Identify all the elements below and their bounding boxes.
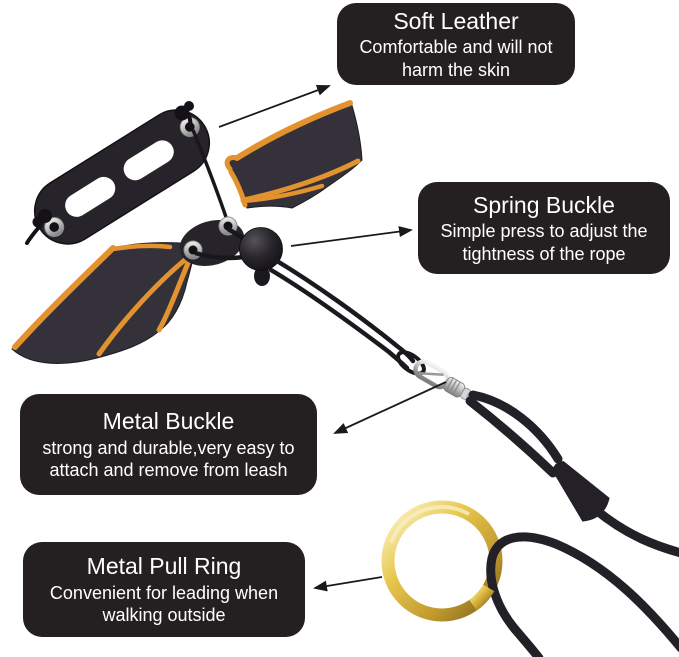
snap-gate bbox=[418, 372, 444, 376]
bead-ball bbox=[239, 227, 283, 271]
wing-ribs bbox=[12, 243, 191, 357]
cord-stopper-cone bbox=[552, 461, 610, 522]
arrow-metal-buckle bbox=[333, 381, 447, 434]
spring-buckle-bead bbox=[239, 227, 283, 286]
callout-spring-buckle: Spring Buckle Simple press to adjust the… bbox=[418, 182, 670, 274]
metal-pull-ring bbox=[381, 500, 679, 657]
braided-rope bbox=[268, 258, 426, 376]
cord-through-ring bbox=[486, 532, 679, 657]
wing-ribs bbox=[224, 100, 361, 208]
cord-knot bbox=[174, 101, 194, 126]
ring-highlight bbox=[389, 505, 470, 544]
right-bat-wing bbox=[224, 100, 363, 209]
arrow-soft-leather bbox=[218, 85, 331, 128]
leash-cord bbox=[465, 390, 679, 558]
callout-body: Convenient for leading when walking outs… bbox=[49, 582, 279, 626]
leather-harness-strap bbox=[25, 101, 230, 245]
strap-slot bbox=[65, 176, 116, 217]
left-bat-wing bbox=[11, 242, 197, 364]
callout-title: Metal Pull Ring bbox=[86, 553, 242, 580]
arrow-spring-buckle bbox=[290, 226, 413, 247]
strap-slot bbox=[123, 140, 174, 181]
callout-body: Comfortable and will not harm the skin bbox=[359, 37, 553, 80]
knurl-lines bbox=[445, 378, 461, 395]
connector-cord bbox=[191, 129, 230, 224]
ring-over-cord bbox=[469, 584, 495, 611]
harness-body bbox=[179, 216, 253, 267]
callout-metal-pull-ring: Metal Pull Ring Convenient for leading w… bbox=[23, 542, 305, 637]
callout-metal-buckle: Metal Buckle strong and durable,very eas… bbox=[20, 394, 317, 495]
callout-arrows bbox=[218, 85, 447, 592]
metal-buckle-clasp bbox=[413, 359, 477, 403]
bead-stem bbox=[254, 266, 270, 286]
rope-segment bbox=[194, 250, 245, 261]
cord-knot bbox=[25, 209, 52, 245]
callout-title: Metal Buckle bbox=[102, 408, 235, 435]
callout-soft-leather: Soft Leather Comfortable and will not ha… bbox=[337, 3, 575, 85]
callout-body: Simple press to adjust the tightness of … bbox=[440, 221, 648, 264]
callout-title: Soft Leather bbox=[393, 7, 519, 34]
callout-body: strong and durable,very easy to attach a… bbox=[42, 437, 295, 481]
arrow-metal-pull-ring bbox=[313, 576, 383, 592]
callout-title: Spring Buckle bbox=[473, 191, 615, 218]
rope-loop bbox=[396, 350, 426, 376]
strap-grommet bbox=[44, 217, 65, 238]
